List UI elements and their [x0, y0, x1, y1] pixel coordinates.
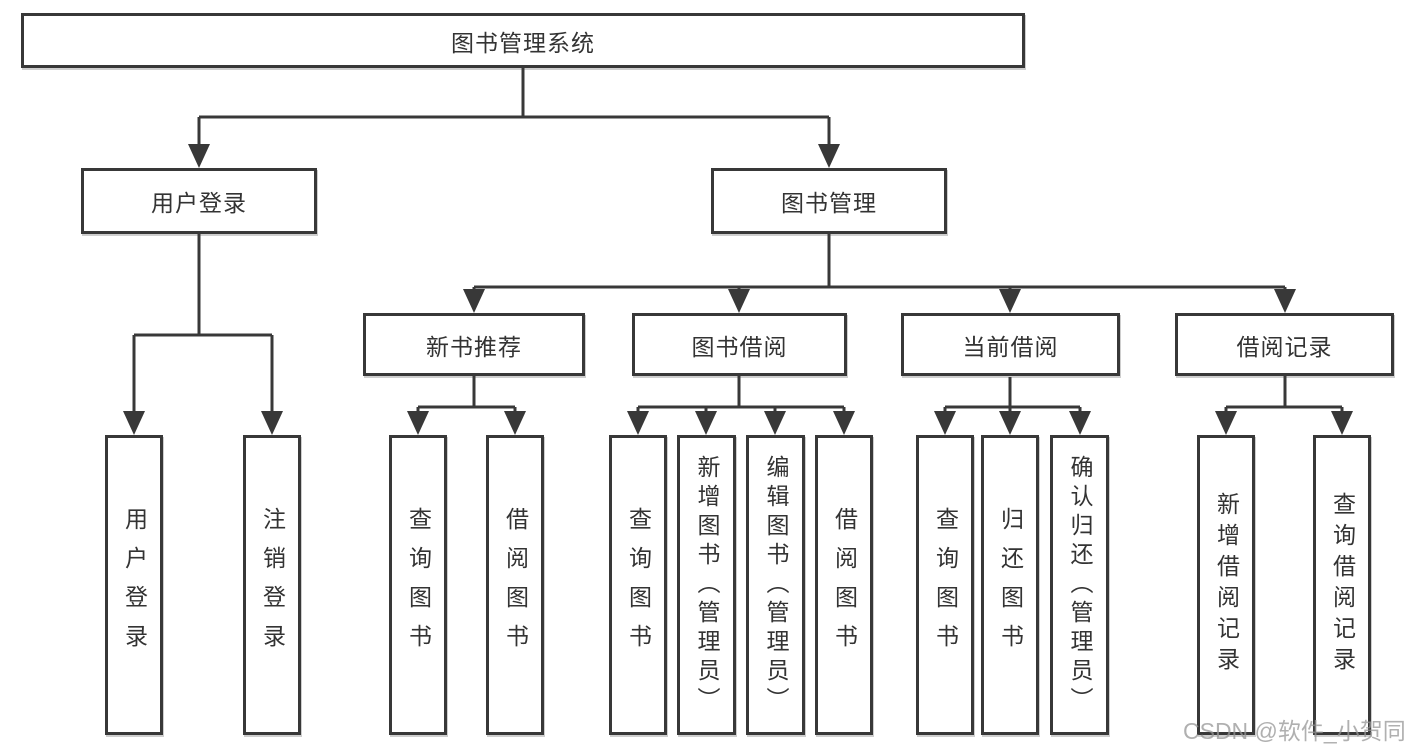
- node-book-management: 图书管理: [711, 168, 947, 234]
- leaf-logout: 注销登录: [243, 435, 301, 735]
- node-borrow-records-label: 借阅记录: [1236, 333, 1333, 360]
- leaf-borrow-books-1: 借阅图书: [486, 435, 544, 735]
- csdn-watermark: CSDN @软件_小贺同学: [1183, 718, 1405, 744]
- leaf-query-books-3-label: 查询图书: [932, 507, 959, 663]
- node-root: 图书管理系统: [21, 13, 1025, 68]
- node-book-borrow: 图书借阅: [632, 313, 847, 376]
- leaf-borrow-books-2-label: 借阅图书: [831, 507, 858, 663]
- node-root-label: 图书管理系统: [451, 29, 595, 56]
- node-user-login: 用户登录: [81, 168, 317, 234]
- leaf-query-books-3: 查询图书: [916, 435, 974, 735]
- leaf-confirm-return-admin: 确认归还（管理员）: [1050, 435, 1109, 735]
- arrowheads: [123, 144, 1353, 435]
- node-borrow-records: 借阅记录: [1175, 313, 1394, 376]
- leaf-confirm-return-admin-label: 确认归还（管理员）: [1067, 454, 1093, 716]
- leaf-query-books-1-label: 查询图书: [405, 507, 432, 663]
- node-user-login-label: 用户登录: [151, 190, 247, 216]
- leaf-add-borrow-record-label: 新增借阅记录: [1213, 492, 1240, 678]
- leaf-edit-books-admin: 编辑图书（管理员）: [746, 435, 805, 735]
- leaf-query-borrow-record: 查询借阅记录: [1313, 435, 1371, 735]
- leaf-borrow-books-1-label: 借阅图书: [502, 507, 529, 663]
- node-new-book-recommend: 新书推荐: [363, 313, 585, 376]
- node-book-management-label: 图书管理: [781, 190, 877, 216]
- leaf-query-books-2-label: 查询图书: [625, 507, 652, 663]
- leaf-borrow-books-2: 借阅图书: [815, 435, 873, 735]
- leaf-return-books: 归还图书: [981, 435, 1039, 735]
- leaf-add-books-admin: 新增图书（管理员）: [677, 435, 736, 735]
- leaf-logout-label: 注销登录: [259, 507, 286, 663]
- node-new-book-recommend-label: 新书推荐: [426, 333, 522, 360]
- leaf-query-books-2: 查询图书: [609, 435, 667, 735]
- leaf-user-login: 用户登录: [105, 435, 163, 735]
- leaf-return-books-label: 归还图书: [997, 507, 1024, 663]
- leaf-add-borrow-record: 新增借阅记录: [1197, 435, 1255, 735]
- leaf-query-books-1: 查询图书: [389, 435, 447, 735]
- leaf-query-borrow-record-label: 查询借阅记录: [1329, 492, 1356, 678]
- leaf-user-login-label: 用户登录: [121, 507, 148, 663]
- node-book-borrow-label: 图书借阅: [691, 333, 788, 360]
- node-current-borrow: 当前借阅: [901, 313, 1120, 376]
- leaf-edit-books-admin-label: 编辑图书（管理员）: [763, 454, 789, 716]
- node-current-borrow-label: 当前借阅: [962, 333, 1059, 360]
- leaf-add-books-admin-label: 新增图书（管理员）: [694, 454, 720, 716]
